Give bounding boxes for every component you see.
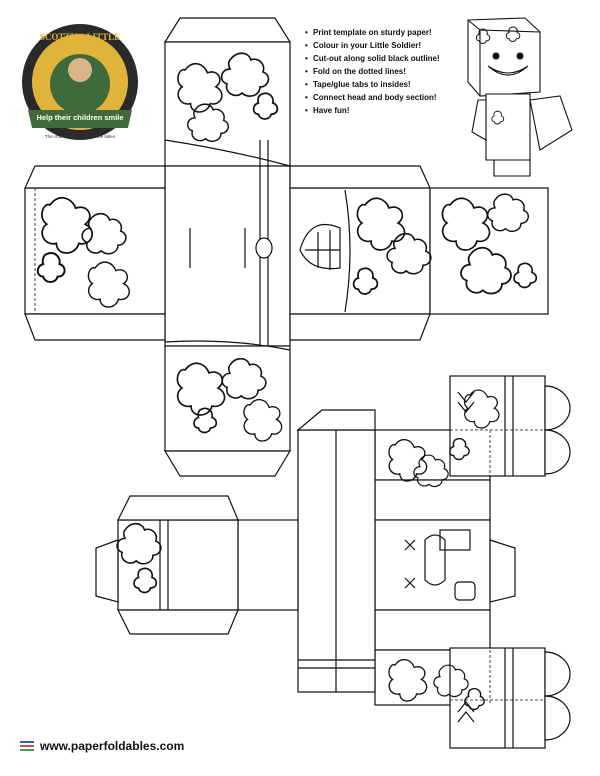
footer: www.paperfoldables.com [20,736,184,756]
instruction-item: •Colour in your Little Soldier! [305,41,421,50]
head-net [24,17,549,477]
folded-paper-icon [20,740,34,752]
logo-ring-text: SCOTTY'S LITTLE SOLDIERS [39,32,121,52]
logo-tagline: The charity for children of the fallen [44,134,116,139]
instruction-item: •Connect head and body section! [305,93,437,102]
instruction-item: •Fold on the dotted lines! [305,67,406,76]
instruction-item: •Have fun! [305,106,350,115]
instruction-item: •Print template on sturdy paper! [305,28,432,37]
instruction-item: •Tape/glue tabs to insides! [305,80,411,89]
assembled-soldier-preview [467,17,573,177]
website-link[interactable]: www.paperfoldables.com [40,739,185,753]
charity-logo: SCOTTY'S LITTLE SOLDIERS Help their chil… [18,22,142,152]
logo-banner-text: Help their children smile [36,113,124,122]
instruction-item: •Cut-out along solid black outline! [305,54,440,63]
instructions-list: •Print template on sturdy paper! •Colour… [305,26,475,117]
